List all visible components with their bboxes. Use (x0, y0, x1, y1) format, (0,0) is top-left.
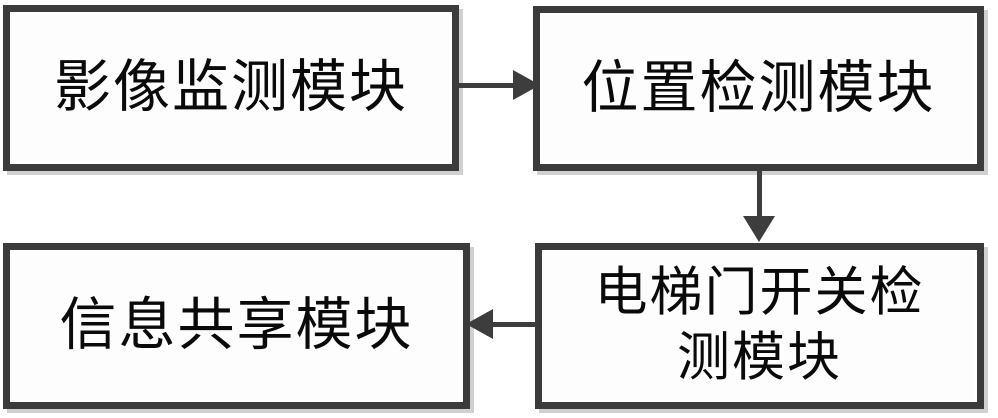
edge-line-vertical (757, 170, 762, 226)
node-info-share-module[interactable]: 信息共享模块 (3, 243, 470, 409)
arrow-down-icon (743, 216, 775, 242)
node-position-detect-module[interactable]: 位置检测模块 (533, 6, 984, 171)
edge-line-horizontal (455, 83, 523, 88)
arrow-left-icon (466, 309, 493, 339)
edge-line-horizontal (478, 322, 538, 327)
arrow-right-icon (513, 70, 540, 100)
node-position-detect-label: 位置检测模块 (581, 54, 936, 121)
node-image-monitor-module[interactable]: 影像监测模块 (3, 5, 459, 171)
node-door-switch-detect-module[interactable]: 电梯门开关检 测模块 (535, 243, 984, 409)
node-image-monitor-label: 影像监测模块 (54, 54, 408, 121)
node-info-share-label: 信息共享模块 (59, 292, 414, 359)
node-door-switch-detect-label: 电梯门开关检 测模块 (594, 262, 925, 388)
